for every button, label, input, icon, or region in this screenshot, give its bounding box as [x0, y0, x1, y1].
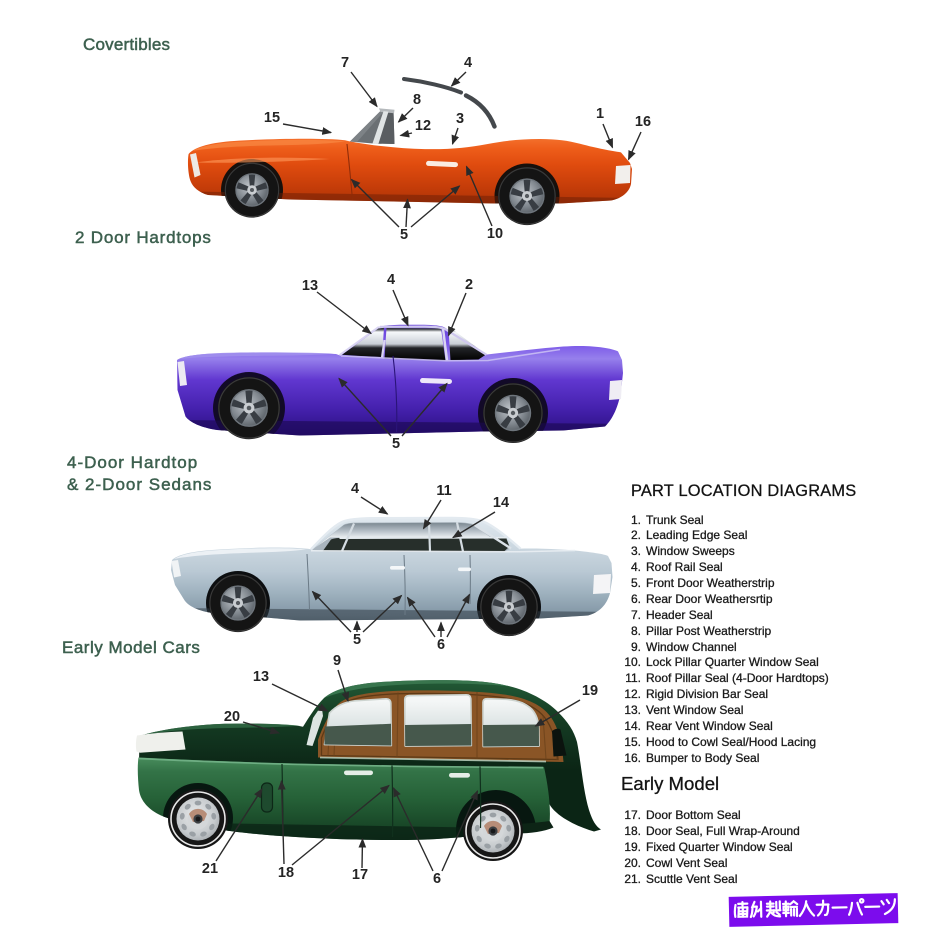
svg-text:9: 9: [333, 653, 341, 669]
svg-text:20: 20: [224, 709, 240, 725]
svg-text:8: 8: [413, 92, 421, 108]
svg-text:21: 21: [202, 861, 218, 877]
svg-text:17: 17: [352, 867, 368, 883]
svg-text:5: 5: [353, 632, 361, 648]
svg-text:4: 4: [351, 481, 359, 497]
svg-text:15: 15: [264, 110, 280, 126]
svg-text:6: 6: [433, 871, 441, 887]
svg-text:4: 4: [464, 55, 472, 71]
svg-text:18: 18: [278, 865, 294, 881]
svg-text:13: 13: [302, 278, 318, 294]
svg-text:5: 5: [400, 227, 408, 243]
svg-text:11: 11: [436, 483, 451, 499]
svg-text:13: 13: [253, 669, 269, 685]
svg-text:16: 16: [635, 114, 651, 130]
svg-text:10: 10: [487, 226, 503, 242]
svg-text:2: 2: [465, 277, 473, 293]
svg-text:1: 1: [596, 106, 604, 122]
svg-text:14: 14: [493, 495, 509, 511]
svg-text:19: 19: [582, 683, 598, 699]
svg-text:4: 4: [387, 272, 395, 288]
svg-text:6: 6: [437, 637, 445, 653]
svg-text:7: 7: [341, 55, 349, 71]
svg-text:3: 3: [456, 111, 464, 127]
svg-text:5: 5: [392, 436, 400, 452]
svg-text:12: 12: [415, 118, 431, 134]
